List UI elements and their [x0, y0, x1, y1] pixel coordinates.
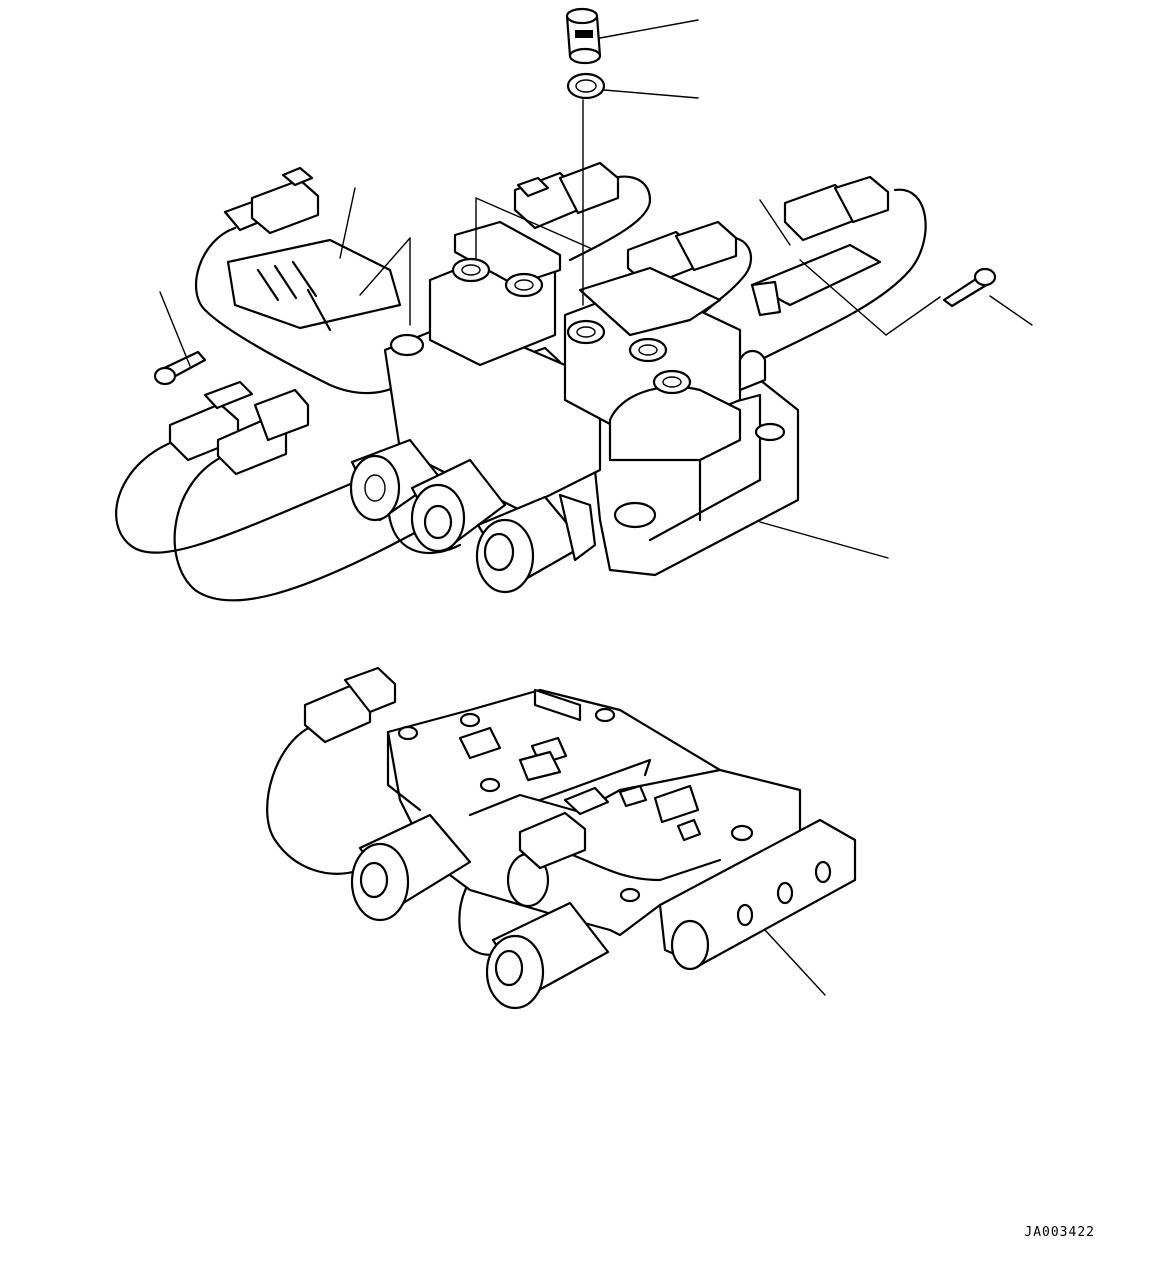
solenoid-c: [475, 493, 597, 594]
connector-6: [216, 388, 310, 476]
harness-brackets: [226, 238, 882, 332]
connector-2: [513, 161, 620, 230]
connector-8: [303, 666, 397, 744]
solenoid-d: [350, 813, 472, 922]
plug-fitting: [565, 7, 602, 65]
connector-1: [223, 166, 320, 235]
solenoid-e: [485, 901, 610, 1010]
connector-4: [783, 175, 890, 242]
o-ring: [566, 72, 606, 100]
connector-9: [518, 786, 610, 870]
valve-plate-lower: [386, 688, 802, 937]
bolt-right: [942, 267, 997, 308]
upper-fasteners: [153, 7, 997, 386]
leader-lines-upper: [159, 19, 1033, 559]
lower-valve-assembly: [266, 666, 857, 1010]
upper-valve-assembly: [115, 7, 1033, 602]
valve-body-upper: [383, 220, 800, 577]
drawing-id-label: JA003422: [1024, 1225, 1095, 1240]
solenoid-b: [410, 458, 507, 553]
bolt-left: [153, 350, 207, 386]
solenoid-coils-upper: [349, 349, 767, 594]
electrical-connectors-lower: [303, 666, 610, 870]
electrical-connectors-upper: [168, 161, 890, 476]
valve-rail-lower: [658, 818, 857, 996]
